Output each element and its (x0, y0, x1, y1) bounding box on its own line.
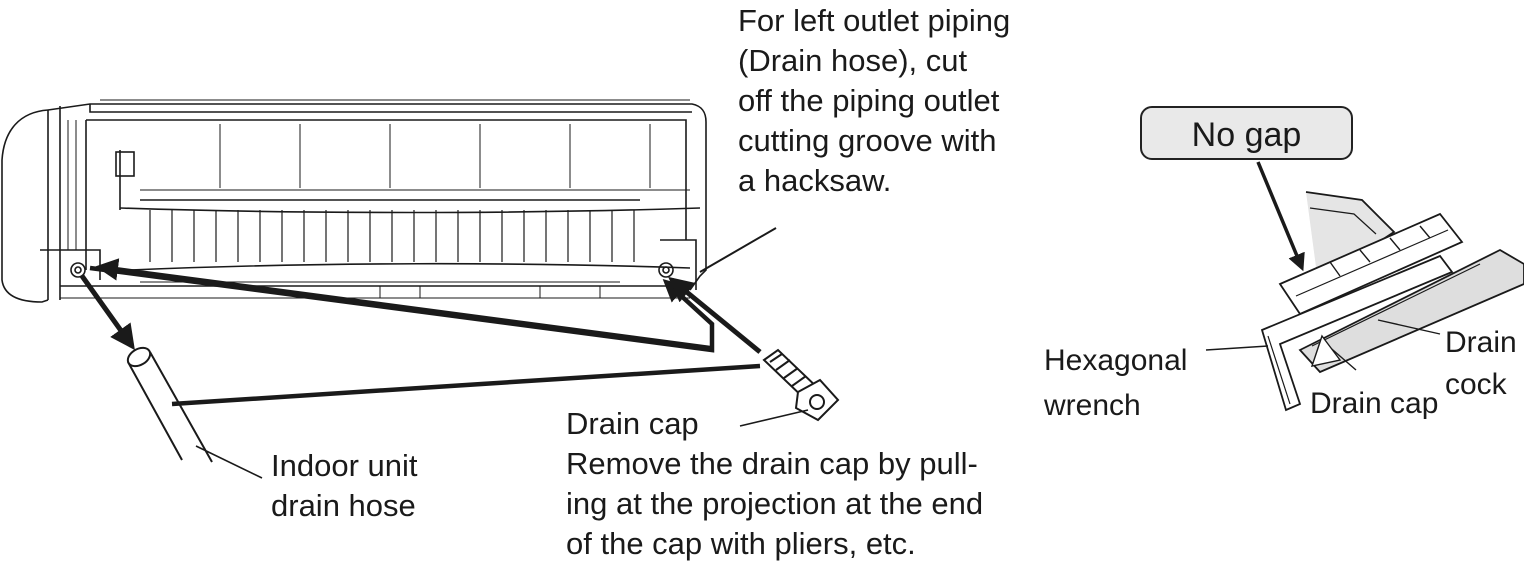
hose-label-line-1: Indoor unit (271, 448, 418, 483)
hexagonal-wrench-label: Hexagonal wrench (1044, 336, 1187, 426)
note-line-2: (Drain hose), cut (738, 43, 968, 78)
hex-line-1: Hexagonal (1044, 344, 1188, 377)
no-gap-callout: No gap (1140, 106, 1353, 160)
arrows-extra (95, 258, 711, 351)
remove-line-3: of the cap with pliers, etc. (566, 526, 916, 561)
remove-drain-cap-note: Remove the drain cap by pull- ing at the… (566, 444, 983, 564)
drain-hose-tube (126, 346, 263, 479)
cock-line-1: Drain (1445, 326, 1517, 359)
drain-cock-label: Drain cock (1445, 322, 1517, 406)
remove-line-2: ing at the projection at the end (566, 486, 984, 521)
hex-line-2: wrench (1044, 389, 1141, 422)
indoor-unit-drain-hose-label: Indoor unit drain hose (271, 446, 418, 526)
drain-cap-illustration (739, 348, 840, 427)
drain-cap-label: Drain cap (566, 406, 699, 441)
note-line-3: off the piping outlet (738, 83, 1000, 118)
note-line-4: cutting groove with (738, 123, 997, 158)
cutting-groove-leader (699, 227, 777, 273)
drain-detail (1205, 161, 1524, 412)
cock-line-2: cock (1445, 368, 1507, 401)
drain-cap-label-detail: Drain cap (1310, 387, 1439, 420)
note-line-1: For left outlet piping (738, 3, 1011, 38)
remove-line-1: Remove the drain cap by pull- (566, 446, 978, 481)
note-line-5: a hacksaw. (738, 163, 892, 198)
left-outlet-piping-note: For left outlet piping (Drain hose), cut… (738, 1, 1010, 201)
drain-hose-routing (79, 265, 762, 407)
hose-label-line-2: drain hose (271, 488, 416, 523)
